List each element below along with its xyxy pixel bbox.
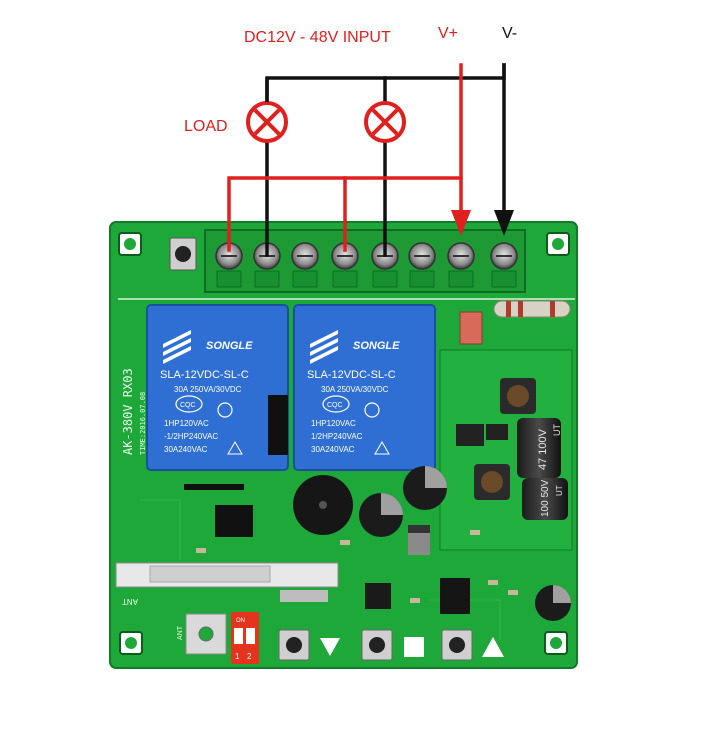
ul-mark-icon [217, 402, 380, 418]
relay-2-line3: 30A240VAC [311, 445, 355, 454]
relay-2-model: SLA-12VDC-SL-C [307, 369, 396, 381]
relay-2-rating: 30A 250VA/30VDC [321, 385, 389, 394]
up-arrow-icon [482, 637, 504, 657]
relay-1-cert: CQC [180, 402, 196, 409]
vplus-arrow-icon [451, 210, 471, 236]
capacitor-c2-ut: UT [555, 485, 564, 496]
relay-2-brand: SONGLE [353, 340, 400, 352]
terminal-slot-2 [254, 270, 280, 288]
songle-logo-icon [163, 330, 338, 364]
relay-1-line3: 30A240VAC [164, 445, 208, 454]
load-lamp-1-icon [246, 101, 288, 143]
relay-1-rating: 30A 250VA/30VDC [174, 385, 242, 394]
header-pins [184, 395, 288, 490]
dip-1-label: 1 [235, 652, 240, 661]
dip-switch [231, 612, 259, 664]
ic-chip-2 [365, 583, 391, 609]
terminal-slot-8 [491, 270, 517, 288]
board-model: AK-380V RX03 [121, 368, 135, 455]
terminal-slot-6 [409, 270, 435, 288]
input-label: DC12V - 48V INPUT [244, 29, 391, 46]
load-lamp-2-icon [364, 101, 406, 143]
ic-chip-3 [440, 578, 470, 614]
relay-1-brand: SONGLE [206, 340, 253, 352]
ic-chip-1 [215, 505, 253, 537]
resistor [493, 300, 571, 318]
terminal-screws [215, 242, 518, 288]
terminal-slot-5 [372, 270, 398, 288]
vminus-arrow-icon [494, 210, 514, 236]
vplus-label: V+ [438, 25, 458, 42]
terminal-slot-3 [292, 270, 318, 288]
terminal-slot-7 [448, 270, 474, 288]
down-arrow-icon [320, 638, 340, 656]
mounting-holes [118, 232, 570, 655]
dip-2-label: 2 [247, 652, 252, 661]
warning-triangle-icon [227, 441, 390, 455]
capacitor-c1-value: 47 100V [537, 428, 549, 470]
relay-1-model: SLA-12VDC-SL-C [160, 369, 249, 381]
wires [227, 63, 506, 257]
relay-1-line1: 1HP120VAC [164, 419, 209, 428]
terminal-slot-1 [216, 270, 242, 288]
relay-1-line2: -1/2HP240VAC [164, 432, 218, 441]
vminus-label: V- [502, 25, 517, 42]
capacitor-c1 [517, 418, 561, 478]
load-label: LOAD [184, 118, 228, 135]
stop-square-icon [404, 637, 424, 657]
cqc-cert-icon [175, 395, 350, 413]
ant-label: ANT [122, 597, 138, 606]
capacitor-c2 [522, 478, 568, 520]
terminal-block [204, 229, 526, 293]
ant-label-2: ANT [177, 625, 184, 640]
capacitor-c1-ut: UT [552, 424, 562, 436]
capacitor-c2-value: 100 50V [540, 479, 551, 517]
terminal-slot-4 [332, 270, 358, 288]
relay-2-line1: 1HP120VAC [311, 419, 356, 428]
relay-2-line2: 1/2HP240VAC [311, 432, 363, 441]
dip-on-label: ON [236, 618, 245, 624]
tactile-buttons [278, 629, 473, 661]
board-date: TIME:2016.07.08 [139, 392, 147, 455]
relay-2-cert: CQC [327, 402, 343, 409]
